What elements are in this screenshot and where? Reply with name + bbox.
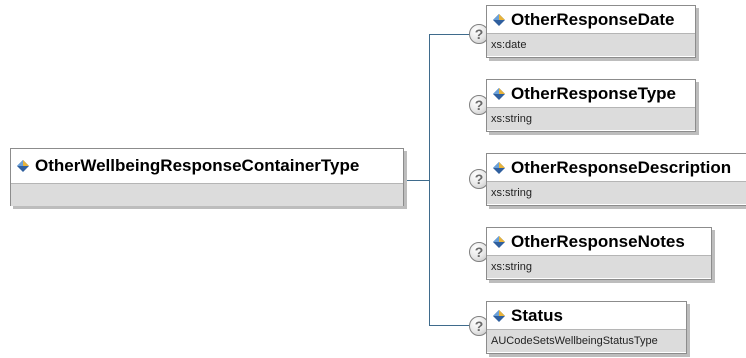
- child-element-name: Status: [511, 305, 563, 325]
- child-element-type: xs:string: [487, 107, 695, 130]
- child-element-name: OtherResponseType: [511, 83, 677, 103]
- element-diamond-icon: [493, 235, 505, 248]
- element-diamond-icon: [493, 309, 505, 322]
- child-element-name: OtherResponseNotes: [511, 231, 685, 251]
- child-element-box[interactable]: OtherResponseNotes xs:string: [486, 227, 712, 280]
- child-element-type: xs:date: [487, 33, 695, 56]
- vertical-connector: [429, 34, 430, 325]
- child-element-box[interactable]: OtherResponseDate xs:date: [486, 5, 696, 58]
- element-diamond-icon: [493, 87, 505, 100]
- child-element-box[interactable]: OtherResponseType xs:string: [486, 79, 696, 132]
- element-diamond-icon: [493, 161, 505, 174]
- child-element-type: xs:string: [487, 255, 711, 278]
- root-element-box[interactable]: OtherWellbeingResponseContainerType: [10, 148, 404, 206]
- element-diamond-icon: [493, 13, 505, 26]
- branch-connector: [429, 34, 474, 35]
- child-element-name: OtherResponseDate: [511, 9, 675, 29]
- child-element-type: xs:string: [487, 181, 746, 204]
- child-element-box[interactable]: OtherResponseDescription xs:string: [486, 153, 746, 206]
- branch-connector: [429, 325, 474, 326]
- root-type-band: [11, 183, 403, 206]
- root-connector: [405, 180, 429, 181]
- element-diamond-icon: [17, 160, 29, 172]
- child-element-box[interactable]: Status AUCodeSetsWellbeingStatusType: [486, 301, 687, 354]
- child-element-name: OtherResponseDescription: [511, 157, 732, 177]
- child-element-type: AUCodeSetsWellbeingStatusType: [487, 329, 686, 352]
- root-element-name: OtherWellbeingResponseContainerType: [35, 156, 360, 175]
